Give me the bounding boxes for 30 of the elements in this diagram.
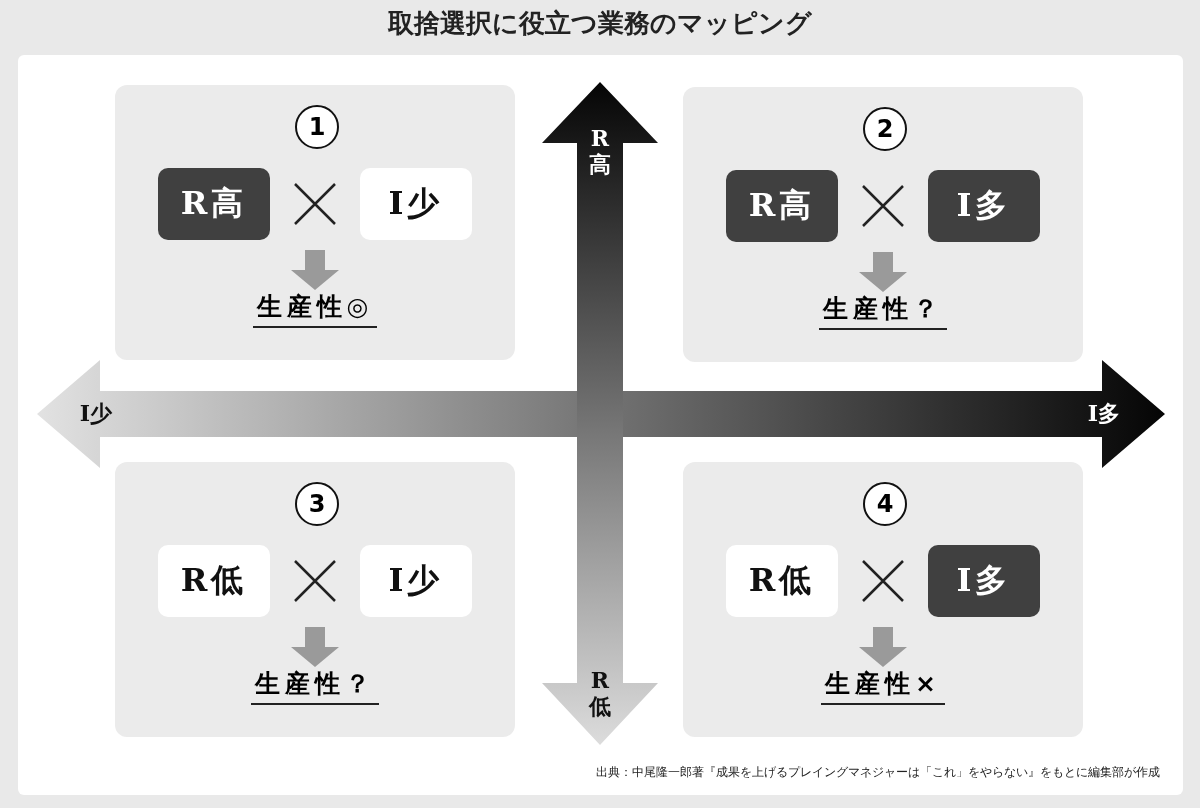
down-arrow (859, 627, 907, 667)
axis-label: R高 (588, 123, 612, 179)
quadrant-panel (683, 87, 1083, 362)
down-arrow (291, 250, 339, 290)
down-arrow (291, 627, 339, 667)
axis-label: I多 (1086, 398, 1122, 428)
factor-box: I多 (928, 545, 1040, 617)
factor-box: I少 (360, 545, 472, 617)
number-circle: 4 (863, 482, 907, 526)
axis-label: R低 (587, 665, 612, 721)
quadrant-panel (115, 85, 515, 360)
number-circle: 2 (863, 107, 907, 151)
result-text: 生産性？ (251, 667, 379, 705)
factor-box: R低 (726, 545, 838, 617)
number-circle: 1 (295, 105, 339, 149)
factor-box: R高 (726, 170, 838, 242)
number-circle: 3 (295, 482, 339, 526)
title: 取捨選択に役立つ業務のマッピング (387, 7, 813, 40)
result-text: 生産性× (821, 667, 945, 705)
quadrant-panel (115, 462, 515, 737)
source-note: 出典：中尾隆一郎著『成果を上げるプレイングマネジャーは「これ」をやらない』をもとに編集部が作成 (595, 764, 1160, 781)
quadrant-panel (683, 462, 1083, 737)
axis-label: I少 (78, 398, 114, 428)
down-arrow (859, 252, 907, 292)
factor-box: R低 (158, 545, 270, 617)
factor-box: I少 (360, 168, 472, 240)
result-text: 生産性◎ (252, 290, 378, 328)
factor-box: R高 (158, 168, 270, 240)
result-text: 生産性？ (819, 292, 947, 330)
factor-box: I多 (928, 170, 1040, 242)
